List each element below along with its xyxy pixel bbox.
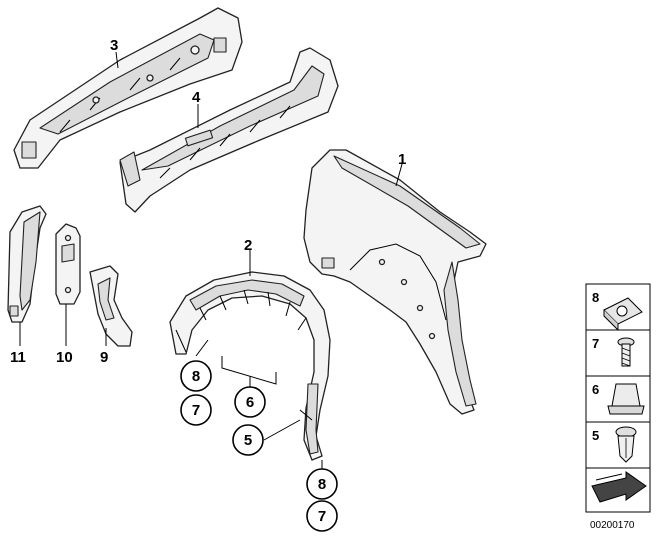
part-4-bulkhead — [119, 47, 339, 213]
callout-6: 6 — [246, 394, 254, 411]
callout-8-a: 8 — [192, 368, 200, 385]
diagram-number: 00200170 — [590, 520, 635, 531]
circle-callout-7-b: 7 — [306, 500, 338, 532]
callout-7-b: 7 — [318, 508, 326, 525]
callout-2: 2 — [244, 237, 252, 254]
legend-number-6: 6 — [592, 382, 599, 397]
legend-number-5: 5 — [592, 428, 599, 443]
part-2-wheel-arch-liner — [169, 271, 331, 461]
circle-callout-5: 5 — [232, 424, 264, 456]
legend-number-7: 7 — [592, 336, 599, 351]
leader-6 — [221, 356, 277, 385]
leader-8-a — [195, 339, 209, 357]
expanding-nut-icon — [607, 383, 645, 415]
leader-5 — [263, 419, 301, 441]
leader-3 — [115, 51, 119, 69]
circle-callout-7-a: 7 — [180, 394, 212, 426]
callout-10: 10 — [56, 349, 73, 366]
callout-7-a: 7 — [192, 402, 200, 419]
part-10-plate — [55, 223, 81, 305]
part-9-trim-bracket — [89, 265, 133, 347]
legend-cell-7 — [585, 329, 651, 377]
callout-8-b: 8 — [318, 476, 326, 493]
circle-callout-8-b: 8 — [306, 468, 338, 500]
leader-1 — [395, 163, 403, 187]
circle-callout-8-a: 8 — [180, 360, 212, 392]
circle-callout-6: 6 — [234, 386, 266, 418]
callout-4: 4 — [192, 89, 201, 106]
part-3-cowl-panel — [13, 7, 243, 169]
legend-number-8: 8 — [592, 290, 599, 305]
screw-icon — [617, 337, 635, 367]
clip-nut-icon — [603, 297, 643, 332]
hardware-legend: 8 7 6 5 — [585, 283, 651, 513]
arrow-icon — [591, 471, 647, 503]
callout-9: 9 — [100, 349, 108, 366]
expanding-rivet-icon — [615, 426, 637, 463]
part-1-side-panel — [303, 149, 487, 415]
callout-1: 1 — [398, 151, 406, 168]
callout-3: 3 — [110, 37, 118, 54]
callout-5: 5 — [244, 432, 252, 449]
callout-11: 11 — [10, 349, 26, 366]
part-11-bracket — [7, 205, 47, 323]
